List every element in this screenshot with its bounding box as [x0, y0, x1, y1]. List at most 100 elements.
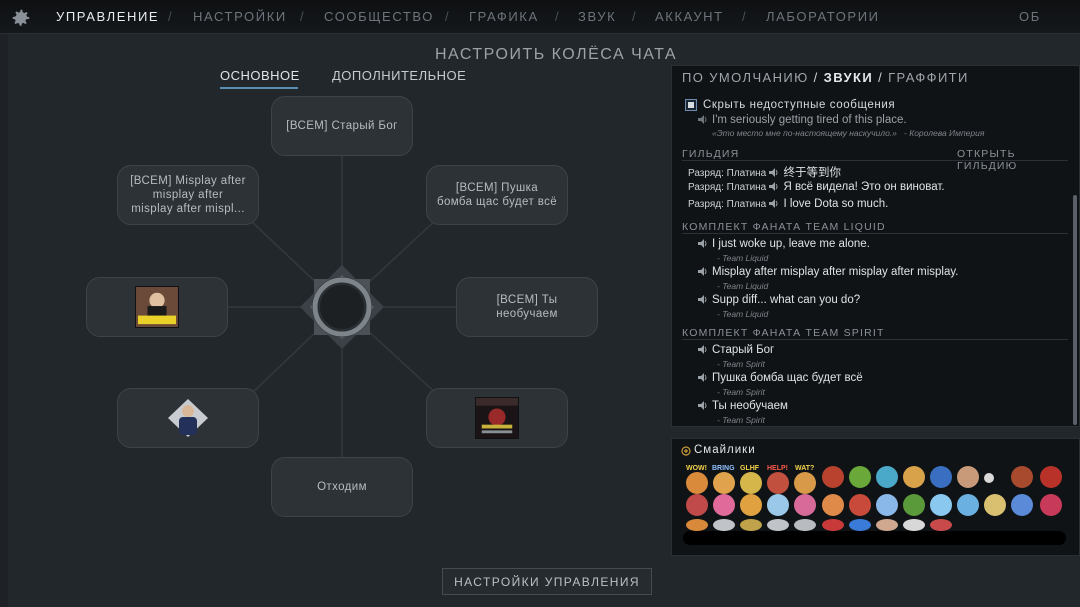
phrases-scrollbar[interactable]	[1073, 195, 1077, 425]
emoticon[interactable]	[876, 466, 898, 488]
emoticon[interactable]	[686, 494, 708, 516]
gear-icon[interactable]	[10, 7, 32, 29]
phrase-row[interactable]: I just woke up, leave me alone.	[698, 238, 870, 250]
emoticon[interactable]	[957, 494, 979, 516]
emoticon-tag[interactable]: HELP!	[767, 465, 788, 472]
guild-phrase-row[interactable]: Разряд: Платина 终于等到你	[688, 164, 841, 180]
wheel-slot-bottom-left[interactable]	[117, 388, 259, 448]
nav-sound[interactable]: ЗВУК	[578, 9, 617, 24]
emoticon[interactable]	[740, 494, 762, 516]
phrase-text: Misplay after misplay after misplay afte…	[712, 266, 959, 278]
phrase-text: Supp diff... what can you do?	[712, 294, 861, 306]
nav-controls[interactable]: УПРАВЛЕНИЕ	[56, 9, 160, 24]
tab-additional[interactable]: ДОПОЛНИТЕЛЬНОЕ	[332, 68, 467, 83]
nav-labs[interactable]: ЛАБОРАТОРИИ	[766, 9, 880, 24]
emoticon[interactable]	[903, 466, 925, 488]
emoticon[interactable]	[713, 472, 735, 494]
wheel-slot-top-left[interactable]: [ВСЕМ] Misplay after misplay after mispl…	[117, 165, 259, 225]
phrase-text: Пушка бомба щас будет всё	[712, 372, 863, 384]
top-navigation: УПРАВЛЕНИЕ / НАСТРОЙКИ / СООБЩЕСТВО / ГР…	[0, 0, 1080, 58]
phrase-text: Я всё видела! Это он виноват.	[783, 181, 945, 193]
tab-default[interactable]: ПО УМОЛЧАНИЮ	[682, 70, 809, 85]
hide-unavailable-checkbox[interactable]	[685, 99, 697, 111]
phrase-text: I just woke up, leave me alone.	[712, 238, 870, 250]
emoticon-tag[interactable]: GLHF	[740, 465, 760, 472]
wheel-slot-top[interactable]: [ВСЕМ] Старый Бог	[271, 96, 413, 156]
emoticon[interactable]	[822, 466, 844, 488]
emoticon[interactable]	[903, 494, 925, 516]
emoticon[interactable]	[984, 473, 994, 483]
nav-graphics[interactable]: ГРАФИКА	[469, 9, 539, 24]
phrase-row[interactable]: Пушка бомба щас будет всё	[698, 372, 863, 384]
emoticon[interactable]	[984, 494, 1006, 516]
spirit-header: КОМПЛЕКТ ФАНАТА TEAM SPIRIT	[682, 327, 885, 339]
plus-circle-icon[interactable]	[681, 446, 691, 456]
nav-separator: /	[742, 9, 746, 24]
phrase-row[interactable]: Ты необучаем	[698, 400, 788, 412]
phrase-text: I'm seriously getting tired of this plac…	[712, 114, 907, 126]
emoticon[interactable]	[957, 466, 979, 488]
emoticon-tag[interactable]: WOW!	[686, 465, 707, 472]
emoticon[interactable]	[876, 519, 898, 531]
emoticon[interactable]	[822, 519, 844, 531]
emoticon[interactable]	[767, 472, 789, 494]
emoticons-scroll-track[interactable]	[683, 531, 1066, 545]
nav-account[interactable]: АККАУНТ	[655, 9, 724, 24]
emoticon-tag[interactable]: BRING	[712, 465, 735, 472]
phrases-panel	[671, 65, 1080, 427]
phrase-row[interactable]: Supp diff... what can you do?	[698, 294, 860, 306]
emoticon[interactable]	[686, 519, 708, 531]
phrase-source: - Team Liquid	[717, 253, 769, 263]
nav-settings[interactable]: НАСТРОЙКИ	[193, 9, 287, 24]
open-guild-link[interactable]: ОТКРЫТЬ ГИЛЬДИЮ	[957, 148, 1018, 172]
wheel-slot-bottom[interactable]: Отходим	[271, 457, 413, 517]
emoticon[interactable]	[794, 472, 816, 494]
phrase-row[interactable]: Старый Бог	[698, 344, 774, 356]
emoticon-tag[interactable]: WAT?	[795, 465, 815, 472]
wheel-slot-bottom-right[interactable]	[426, 388, 568, 448]
emoticon[interactable]	[822, 494, 844, 516]
wheel-slot-left[interactable]	[86, 277, 228, 337]
emoticon[interactable]	[849, 494, 871, 516]
emoticon[interactable]	[794, 519, 816, 531]
emoticon[interactable]	[767, 519, 789, 531]
phrase-row[interactable]: Misplay after misplay after misplay afte…	[698, 266, 958, 278]
guild-phrase-row[interactable]: Разряд: Платина I love Dota so much.	[688, 198, 888, 210]
controls-settings-button[interactable]: НАСТРОЙКИ УПРАВЛЕНИЯ	[442, 568, 652, 595]
emoticon[interactable]	[686, 472, 708, 494]
emoticon[interactable]	[713, 519, 735, 531]
nav-community[interactable]: СООБЩЕСТВО	[324, 9, 434, 24]
emoticon[interactable]	[876, 494, 898, 516]
phrase-text: Ты необучаем	[712, 400, 788, 412]
emoticon[interactable]	[740, 472, 762, 494]
emoticon[interactable]	[930, 466, 952, 488]
hide-unavailable-label: Скрыть недоступные сообщения	[703, 99, 896, 111]
tab-main[interactable]: ОСНОВНОЕ	[220, 68, 300, 83]
phrase-text: 终于等到你	[783, 167, 841, 179]
emoticon[interactable]	[849, 466, 871, 488]
emoticon[interactable]	[740, 519, 762, 531]
emoticon[interactable]	[767, 494, 789, 516]
nav-about[interactable]: ОБ ИГРЕ	[1019, 9, 1058, 58]
guild-phrase-row[interactable]: Разряд: Платина Я всё видела! Это он вин…	[688, 181, 945, 193]
emoticon[interactable]	[1011, 466, 1033, 488]
nav-separator: /	[300, 9, 304, 24]
emoticon[interactable]	[1011, 494, 1033, 516]
spray-image-icon	[475, 397, 519, 439]
speaker-icon	[698, 239, 707, 248]
tab-graffiti[interactable]: ГРАФФИТИ	[888, 70, 969, 85]
emoticon[interactable]	[794, 494, 816, 516]
emoticon[interactable]	[930, 519, 952, 531]
emoticon[interactable]	[849, 519, 871, 531]
phrase-row[interactable]: I'm seriously getting tired of this plac…	[698, 114, 907, 126]
emoticon[interactable]	[903, 519, 925, 531]
emoticon[interactable]	[713, 494, 735, 516]
phrase-source: - Team Spirit	[717, 415, 765, 425]
wheel-slot-right[interactable]: [ВСЕМ] Ты необучаем	[456, 277, 598, 337]
emoticon[interactable]	[930, 494, 952, 516]
emoticon[interactable]	[1040, 494, 1062, 516]
tab-sounds[interactable]: ЗВУКИ	[823, 70, 874, 85]
phrase-source: - Team Spirit	[717, 359, 765, 369]
wheel-slot-top-right[interactable]: [ВСЕМ] Пушка бомба щас будет всё	[426, 165, 568, 225]
emoticon[interactable]	[1040, 466, 1062, 488]
